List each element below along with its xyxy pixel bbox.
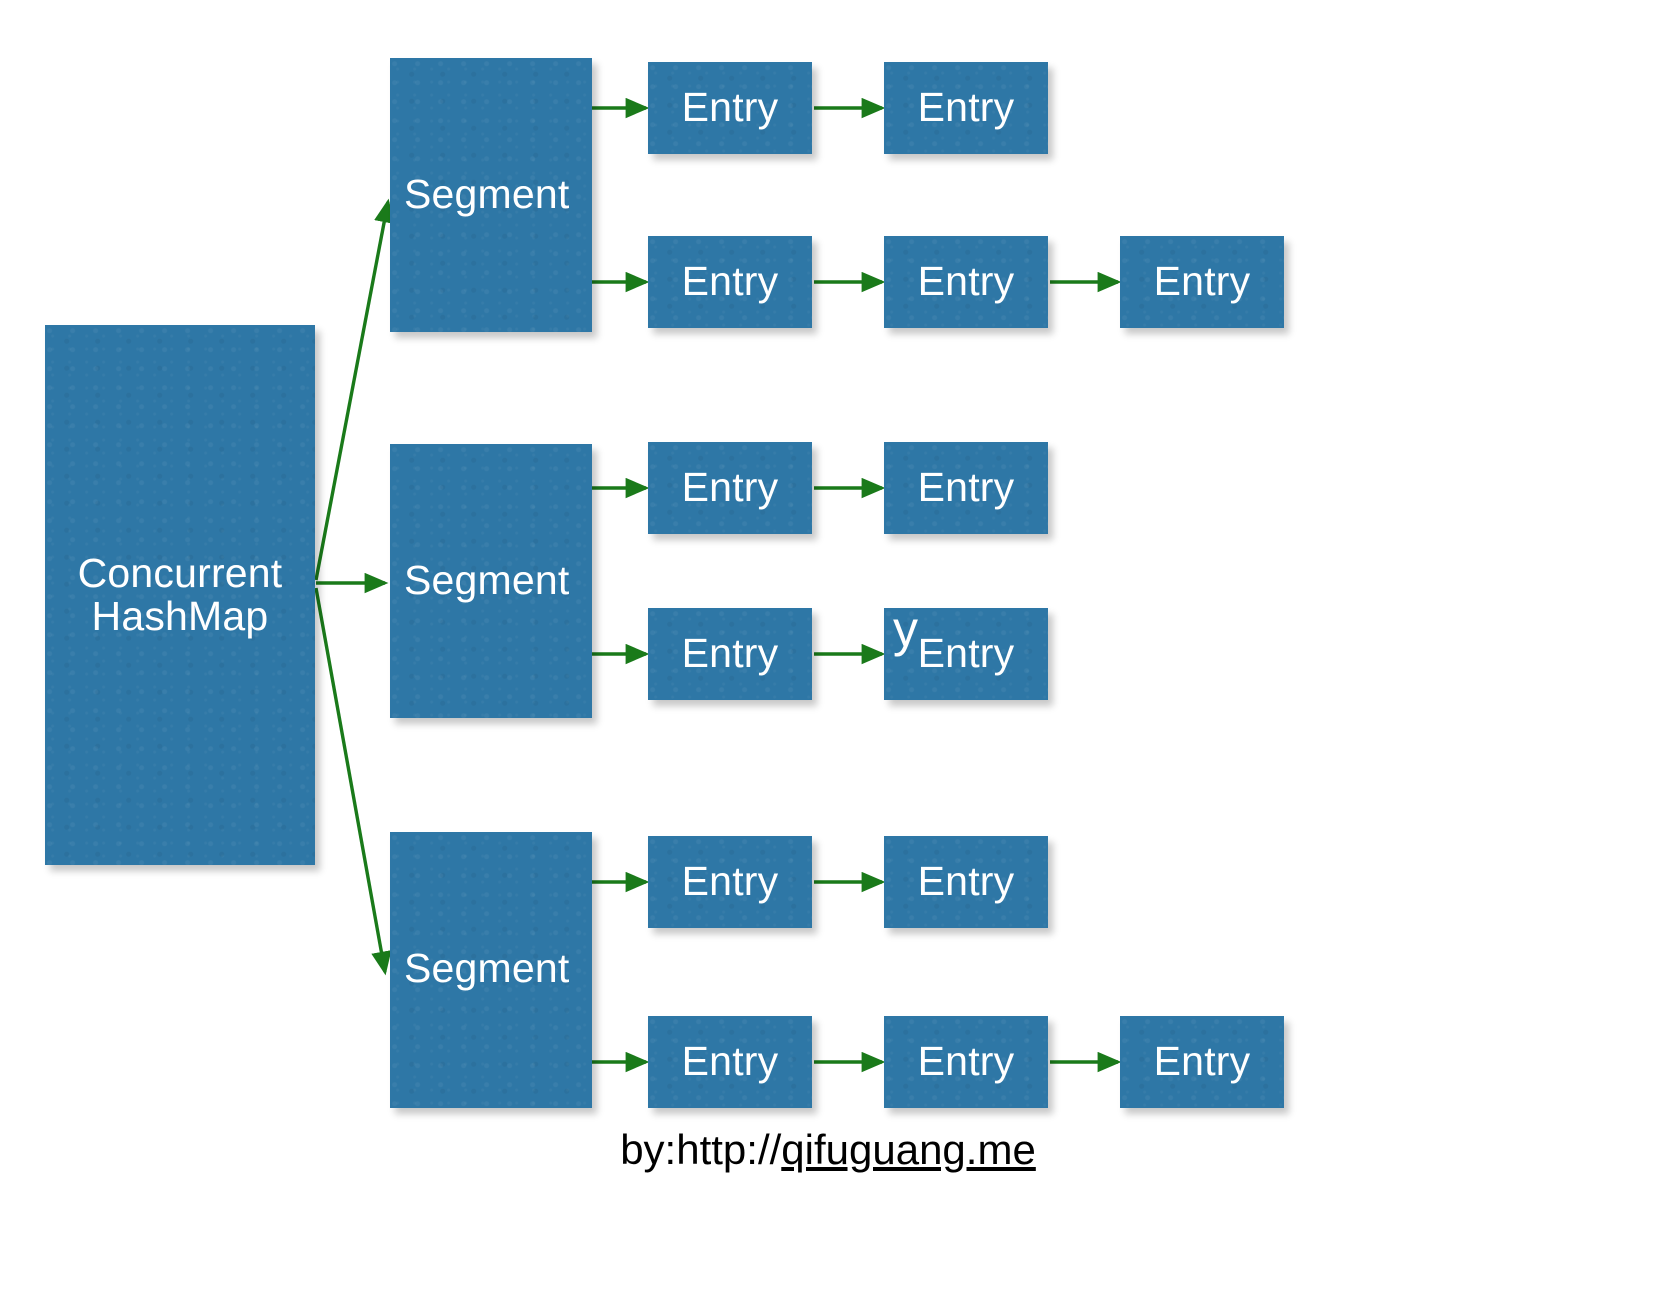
entry-node-5-label: Entry — [1153, 258, 1251, 305]
entry-node-4-label: Entry — [917, 258, 1015, 305]
entry-node-1: Entry — [648, 62, 812, 154]
entry-node-7-label: Entry — [917, 464, 1015, 511]
entry-node-3: Entry — [648, 236, 812, 328]
entry-node-1-label: Entry — [681, 84, 779, 131]
segment-node-1-label: Segment — [404, 171, 570, 217]
root-to-segment-1-arrow — [314, 198, 395, 581]
segment-node-1: Segment — [390, 58, 592, 332]
entry-node-4: Entry — [884, 236, 1048, 328]
footer-prefix: by:http:// — [620, 1126, 782, 1173]
entry-node-13: Entry — [884, 1016, 1048, 1108]
segment-node-3: Segment — [390, 832, 592, 1108]
footer-credit: by:http://qifuguang.me — [0, 1126, 1656, 1174]
footer-link[interactable]: qifuguang.me — [781, 1126, 1036, 1173]
entry-node-12: Entry — [648, 1016, 812, 1108]
entry-node-10-label: Entry — [681, 858, 779, 905]
segment-node-3-label: Segment — [404, 945, 570, 991]
entry-node-13-label: Entry — [917, 1038, 1015, 1085]
entry-node-8-label: Entry — [681, 630, 779, 677]
concurrent-hashmap-node-label: Concurrent HashMap — [77, 549, 283, 639]
entry-node-8: Entry — [648, 608, 812, 700]
segment-node-2-label: Segment — [404, 557, 570, 603]
entry-node-5: Entry — [1120, 236, 1284, 328]
entry-node-3-label: Entry — [681, 258, 779, 305]
entry-node-10: Entry — [648, 836, 812, 928]
entry-node-11-label: Entry — [917, 858, 1015, 905]
entry-node-2-label: Entry — [917, 84, 1015, 131]
entry-node-14-label: Entry — [1153, 1038, 1251, 1085]
entry-node-6-label: Entry — [681, 464, 779, 511]
segment-node-2: Segment — [390, 444, 592, 718]
entry-node-6: Entry — [648, 442, 812, 534]
entry-node-7: Entry — [884, 442, 1048, 534]
entry-node-14: Entry — [1120, 1016, 1284, 1108]
entry-node-11: Entry — [884, 836, 1048, 928]
concurrent-hashmap-node: Concurrent HashMap — [45, 325, 315, 865]
entry-node-2: Entry — [884, 62, 1048, 154]
entry-node-9-label: Entry — [917, 630, 1015, 677]
entry-node-9: Entry — [884, 608, 1048, 700]
entry-node-12-label: Entry — [681, 1038, 779, 1085]
root-to-segment-3-arrow — [314, 587, 392, 976]
